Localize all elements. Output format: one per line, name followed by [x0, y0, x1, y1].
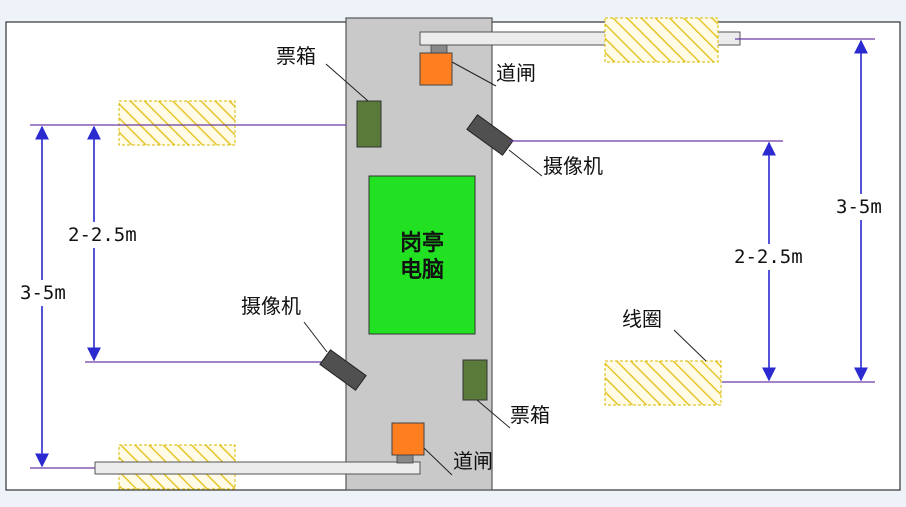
right-outer-dimension-bg — [834, 194, 894, 220]
right-inner-dimension-bg — [732, 244, 820, 270]
camera-top-leader — [508, 149, 543, 177]
booth-computer-label-2: 电脑 — [400, 257, 444, 283]
barrier-arm-bottom — [94, 461, 421, 475]
barrier-gate-top — [419, 52, 453, 86]
left-inner-dimension-label: 2-2.5m — [68, 224, 137, 246]
ticket-box-bottom — [462, 359, 488, 401]
right-inner-dimension-label: 2-2.5m — [734, 246, 803, 268]
camera-top-label: 摄像机 — [543, 154, 603, 178]
coil-label: 线圈 — [622, 307, 662, 331]
left-inner-dimension-bg — [66, 222, 152, 248]
ticket-box-top-label: 票箱 — [276, 44, 316, 68]
camera-bottom-label: 摄像机 — [241, 294, 301, 318]
ticket-box-top-leader — [325, 63, 369, 102]
coil-leader — [673, 329, 707, 362]
right-outer-dimension-label: 3-5m — [836, 196, 882, 218]
coil-bottom-right — [604, 360, 722, 406]
ticket-box-bottom-label: 票箱 — [510, 403, 550, 427]
booth-computer — [368, 175, 476, 335]
camera-bottom — [319, 349, 367, 391]
coil-top-right — [604, 17, 719, 63]
barrier-gate-top-leader — [451, 61, 497, 87]
left-outer-dimension-label: 3-5m — [20, 282, 66, 304]
ticket-box-top — [356, 100, 382, 148]
booth-computer-label-1: 岗亭 — [400, 230, 444, 256]
ticket-box-bottom-leader — [476, 399, 511, 429]
barrier-gate-bottom-leader — [423, 447, 453, 476]
coil-top-left — [118, 100, 236, 146]
barrier-gate-bottom-label: 道闸 — [453, 449, 493, 473]
left-outer-dimension-bg — [18, 280, 76, 306]
barrier-gate-top-label: 道闸 — [496, 61, 536, 85]
camera-top — [466, 114, 514, 156]
barrier-gate-bottom — [391, 422, 425, 456]
camera-bottom-leader — [303, 321, 328, 353]
